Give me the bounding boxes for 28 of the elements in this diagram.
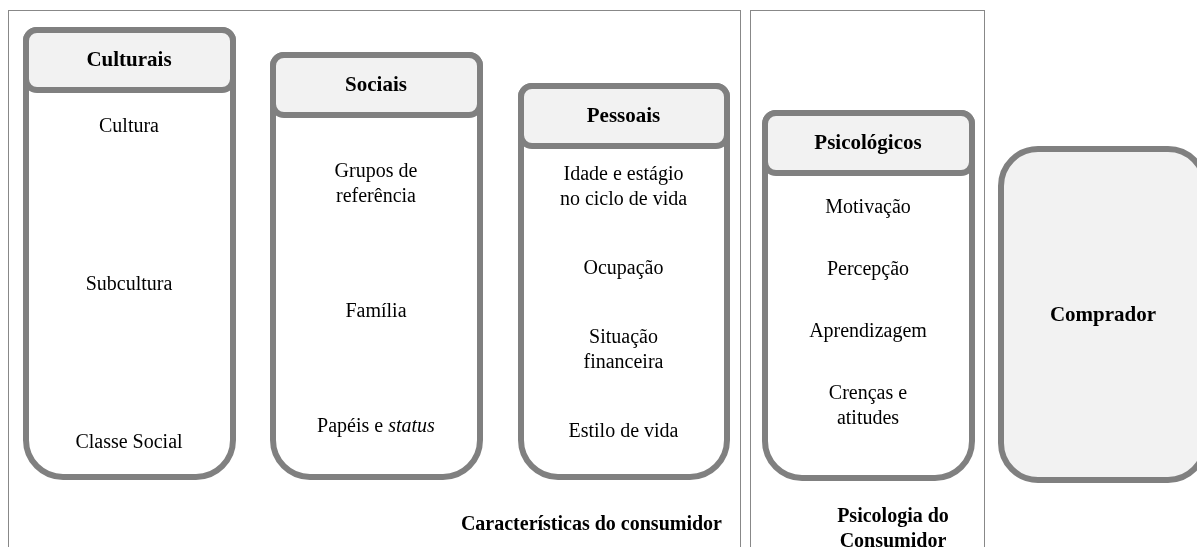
factor-label: Idade e estágio no ciclo de vida [559,160,688,211]
factor-label: Motivação [825,193,911,219]
factor-label: Situação financeira [582,324,665,375]
factor-label: Percepção [826,255,910,281]
factor-card [269,51,483,480]
factor-label: Papéis e status [317,412,435,438]
group-frame [8,10,741,547]
factor-label: Ocupação [583,254,664,280]
group-frame [750,10,985,547]
factor-label: Crenças e atitudes [827,380,909,431]
factor-label: Grupos de referência [333,157,419,208]
card-heading: Culturais [22,26,236,93]
factor-label: Estilo de vida [568,418,679,444]
factor-label: Família [345,297,407,323]
group-label: Características do consumidor [460,511,722,536]
factor-card [22,26,236,480]
factor-label: Cultura [99,112,159,138]
group-label: Psicologia do Consumidor [836,503,950,547]
card-heading: Sociais [269,51,483,118]
card-heading: Pessoais [517,82,730,149]
card-heading: Psicológicos [761,109,975,176]
factor-label: Classe Social [75,428,183,454]
factor-label: Aprendizagem [809,318,927,344]
factor-label: Subcultura [85,270,173,296]
buyer-label: Comprador [1049,302,1157,327]
factor-card [517,82,730,480]
buyer-box [998,146,1197,483]
factor-card [761,109,975,481]
